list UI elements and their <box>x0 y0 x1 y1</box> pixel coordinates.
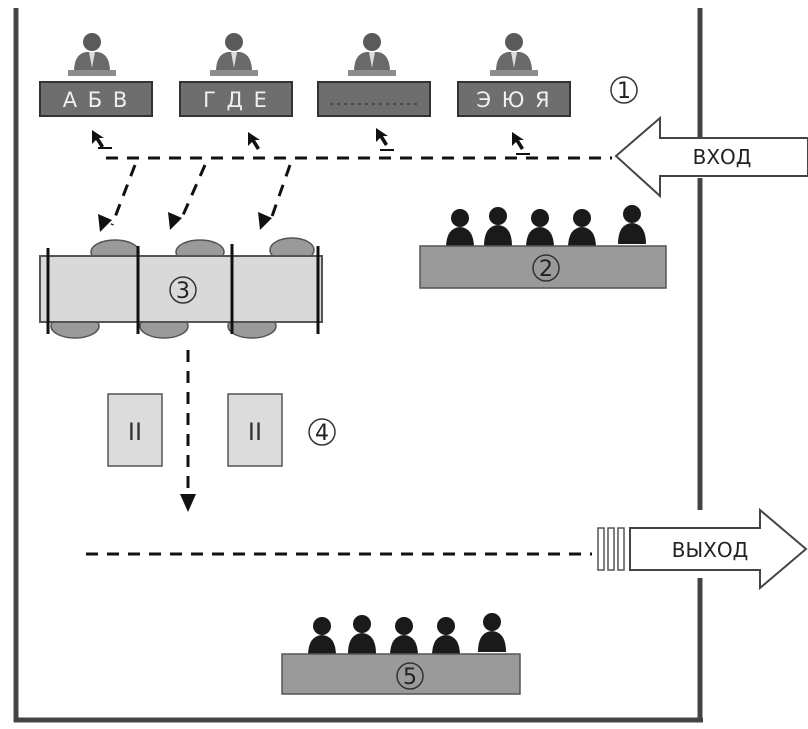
exit-door <box>597 527 625 571</box>
pointer-1 <box>92 130 104 148</box>
marker-1-text: 1 <box>617 79 631 104</box>
registration-desks: А Б В Г Д Е Э Ю Я <box>39 33 571 117</box>
desk-4: Э Ю Я <box>457 33 571 117</box>
booth-1-symbol: II <box>128 418 142 446</box>
counting-bench: 5 <box>281 613 521 695</box>
desk-2-body <box>179 81 293 117</box>
exit-label: ВЫХОД <box>672 538 748 562</box>
marker-2-text: 2 <box>539 257 553 282</box>
official-2 <box>210 33 258 76</box>
desk-4-label: Э Ю Я <box>476 88 551 112</box>
table-top <box>39 255 323 323</box>
official-3 <box>348 33 396 76</box>
pointer-2 <box>248 132 260 150</box>
entrance-label: ВХОД <box>693 145 752 169</box>
desk-3-body <box>317 81 431 117</box>
booth-2 <box>227 393 283 467</box>
path-to-booth-b <box>178 164 207 223</box>
desk-1-label: А Б В <box>63 88 130 112</box>
marker-1: 1 <box>610 76 638 104</box>
desk-pointers <box>92 128 530 155</box>
booth-2-symbol: II <box>248 418 262 446</box>
bench-5 <box>281 653 521 695</box>
desk-4-body <box>457 81 571 117</box>
marker-3-text: 3 <box>176 279 190 304</box>
booth-1 <box>107 393 163 467</box>
arrowheads-to-tables <box>98 212 272 232</box>
observers <box>446 205 646 248</box>
desk-2-label: Г Д Е <box>203 88 269 112</box>
official-1 <box>68 33 116 76</box>
marker-5-text: 5 <box>403 665 417 690</box>
desk-1-body <box>39 81 153 117</box>
desk-3 <box>317 33 431 117</box>
pointer-3 <box>376 128 388 146</box>
counters <box>308 613 506 656</box>
desk-2: Г Д Е <box>179 33 293 117</box>
voting-booths: II II 4 <box>107 393 336 467</box>
official-4 <box>490 33 538 76</box>
voter-flow-paths <box>106 156 612 226</box>
path-to-booth-c <box>268 164 292 223</box>
marker-4-text: 4 <box>315 421 329 446</box>
ballot-table: 3 <box>39 237 323 339</box>
desk-1: А Б В <box>39 33 153 117</box>
exit-arrow: ВЫХОД <box>629 507 808 591</box>
observers-bench: 2 <box>419 205 667 289</box>
pointer-4 <box>512 132 524 150</box>
path-to-booth-a <box>110 164 137 226</box>
entrance-arrow: ВХОД <box>614 115 808 199</box>
path-to-exit <box>180 350 196 512</box>
room-walls <box>13 8 703 723</box>
